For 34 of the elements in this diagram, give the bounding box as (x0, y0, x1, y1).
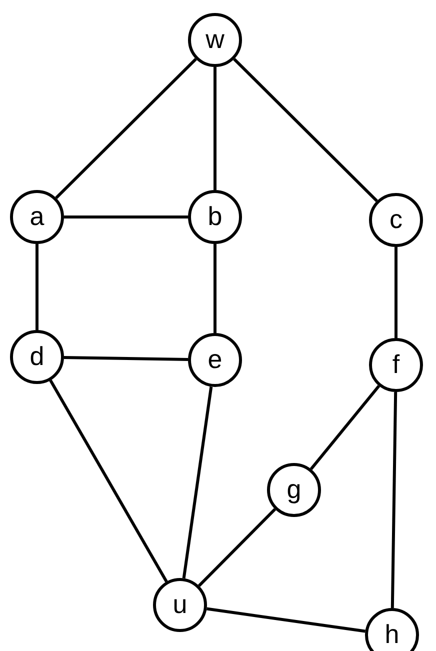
connector-line (310, 384, 380, 470)
vertex-label: h (384, 620, 400, 650)
vertex-circle (10, 190, 64, 244)
connector-line (36, 244, 38, 330)
connector-line (214, 67, 216, 190)
connector-line (55, 58, 197, 200)
connector-line (49, 380, 168, 582)
vertex-circle (188, 13, 242, 67)
vertex-label: u (172, 590, 188, 620)
vertex-label: c (390, 206, 402, 234)
vertex-label: e (208, 346, 222, 374)
connector-line (214, 244, 216, 333)
vertex-circle (153, 578, 207, 632)
vertex-circle (369, 193, 423, 247)
vertex-circle (188, 190, 242, 244)
vertex-label: f (392, 350, 400, 380)
vertex-label: g (286, 476, 302, 504)
connector-line (233, 58, 378, 202)
vertex-circle (10, 330, 64, 384)
vertex-label: a (30, 202, 44, 232)
vertex-label: b (208, 202, 222, 232)
connector-line (64, 356, 188, 362)
connector-line (394, 247, 398, 338)
connector-line (198, 508, 276, 587)
vertex-circle (369, 338, 423, 392)
connector-line (206, 607, 366, 633)
connector-line (64, 216, 188, 218)
vertex-circle (365, 608, 419, 651)
connector-line (182, 386, 213, 578)
connector-line (390, 392, 398, 608)
vertex-circle (267, 463, 321, 517)
vertex-label: d (30, 342, 44, 372)
vertex-circle (188, 333, 242, 387)
vertex-label: w (206, 26, 224, 54)
